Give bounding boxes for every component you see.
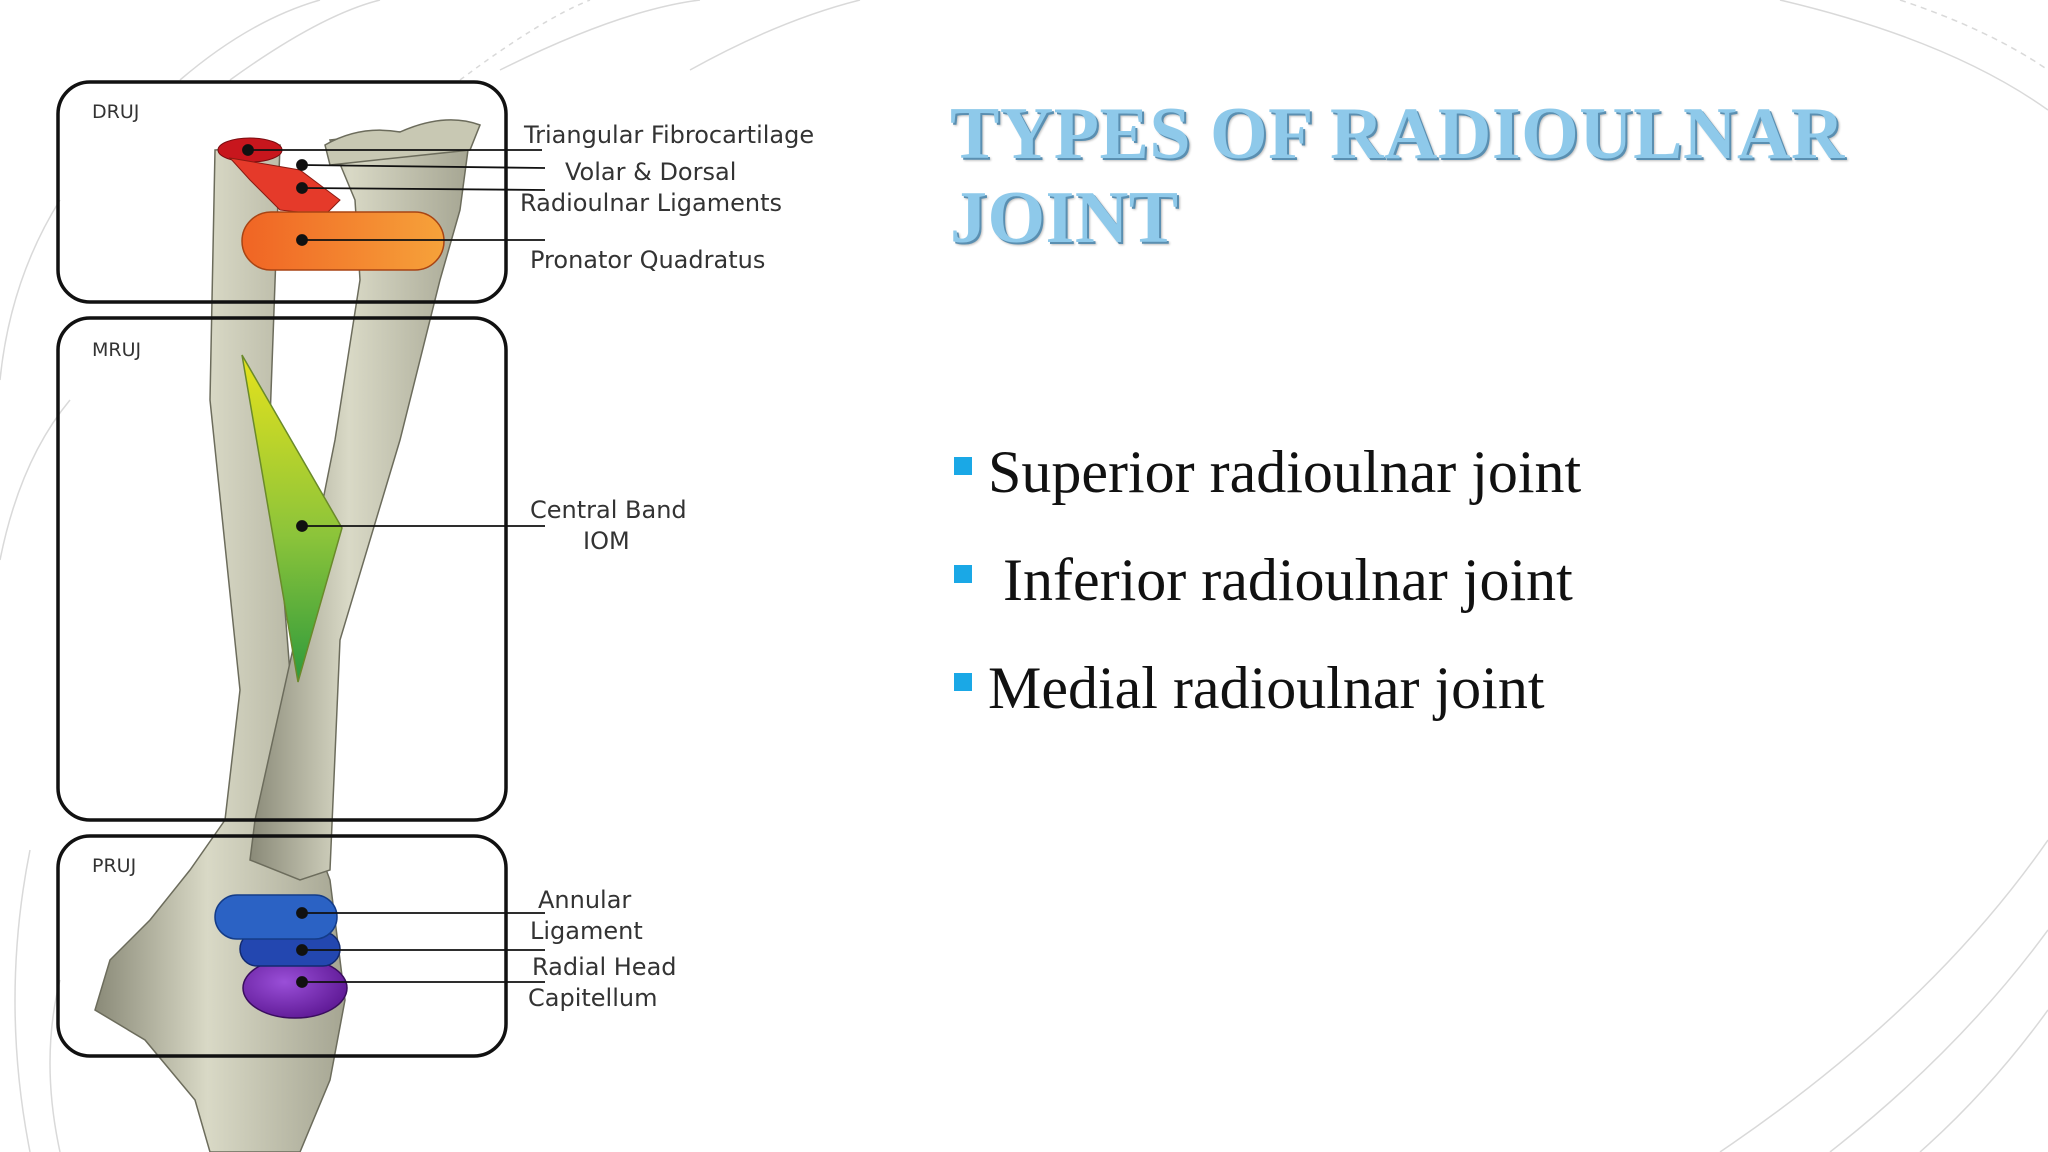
bullet-item: Medial radioulnar joint [954, 648, 1581, 756]
square-bullet-icon [954, 565, 972, 583]
label-central-band: Central Band [530, 496, 687, 524]
druj-label: DRUJ [92, 101, 139, 123]
label-capitellum: Capitellum [528, 984, 657, 1012]
label-iom: IOM [583, 527, 630, 555]
bullet-item: Inferior radioulnar joint [954, 540, 1581, 648]
label-radial-head: Radial Head [532, 953, 677, 981]
bullet-item: Superior radioulnar joint [954, 432, 1581, 540]
pruj-label: PRUJ [92, 855, 136, 877]
slide-title: TYPES OF RADIOULNAR JOINT [950, 93, 1845, 259]
label-annular: Annular [538, 886, 631, 914]
mruj-label: MRUJ [92, 339, 141, 361]
label-triangular-fibrocartilage: Triangular Fibrocartilage [523, 121, 814, 149]
label-radioulnar-ligaments: Radioulnar Ligaments [520, 189, 782, 217]
pronator-quadratus [241, 211, 445, 271]
label-ligament: Ligament [530, 917, 643, 945]
bullet-text: Superior radioulnar joint [988, 439, 1582, 505]
square-bullet-icon [954, 673, 972, 691]
annular-ligament [214, 894, 338, 940]
mruj-box [56, 316, 508, 822]
square-bullet-icon [954, 457, 972, 475]
radius [249, 124, 471, 881]
druj-box [56, 80, 508, 304]
bullet-list: Superior radioulnar joint Inferior radio… [954, 432, 1581, 756]
capitellum [242, 957, 348, 1019]
label-volar-dorsal: Volar & Dorsal [565, 158, 736, 186]
central-band-iom [241, 354, 343, 683]
label-pronator-quadratus: Pronator Quadratus [530, 246, 765, 274]
bullet-text: Inferior radioulnar joint [988, 547, 1573, 613]
pruj-box [56, 834, 508, 1058]
bullet-text: Medial radioulnar joint [988, 655, 1545, 721]
distal-radius [324, 119, 481, 166]
radioulnar-anatomy-figure: DRUJ MRUJ PRUJ Triangular Fibrocartilage… [56, 80, 814, 1152]
